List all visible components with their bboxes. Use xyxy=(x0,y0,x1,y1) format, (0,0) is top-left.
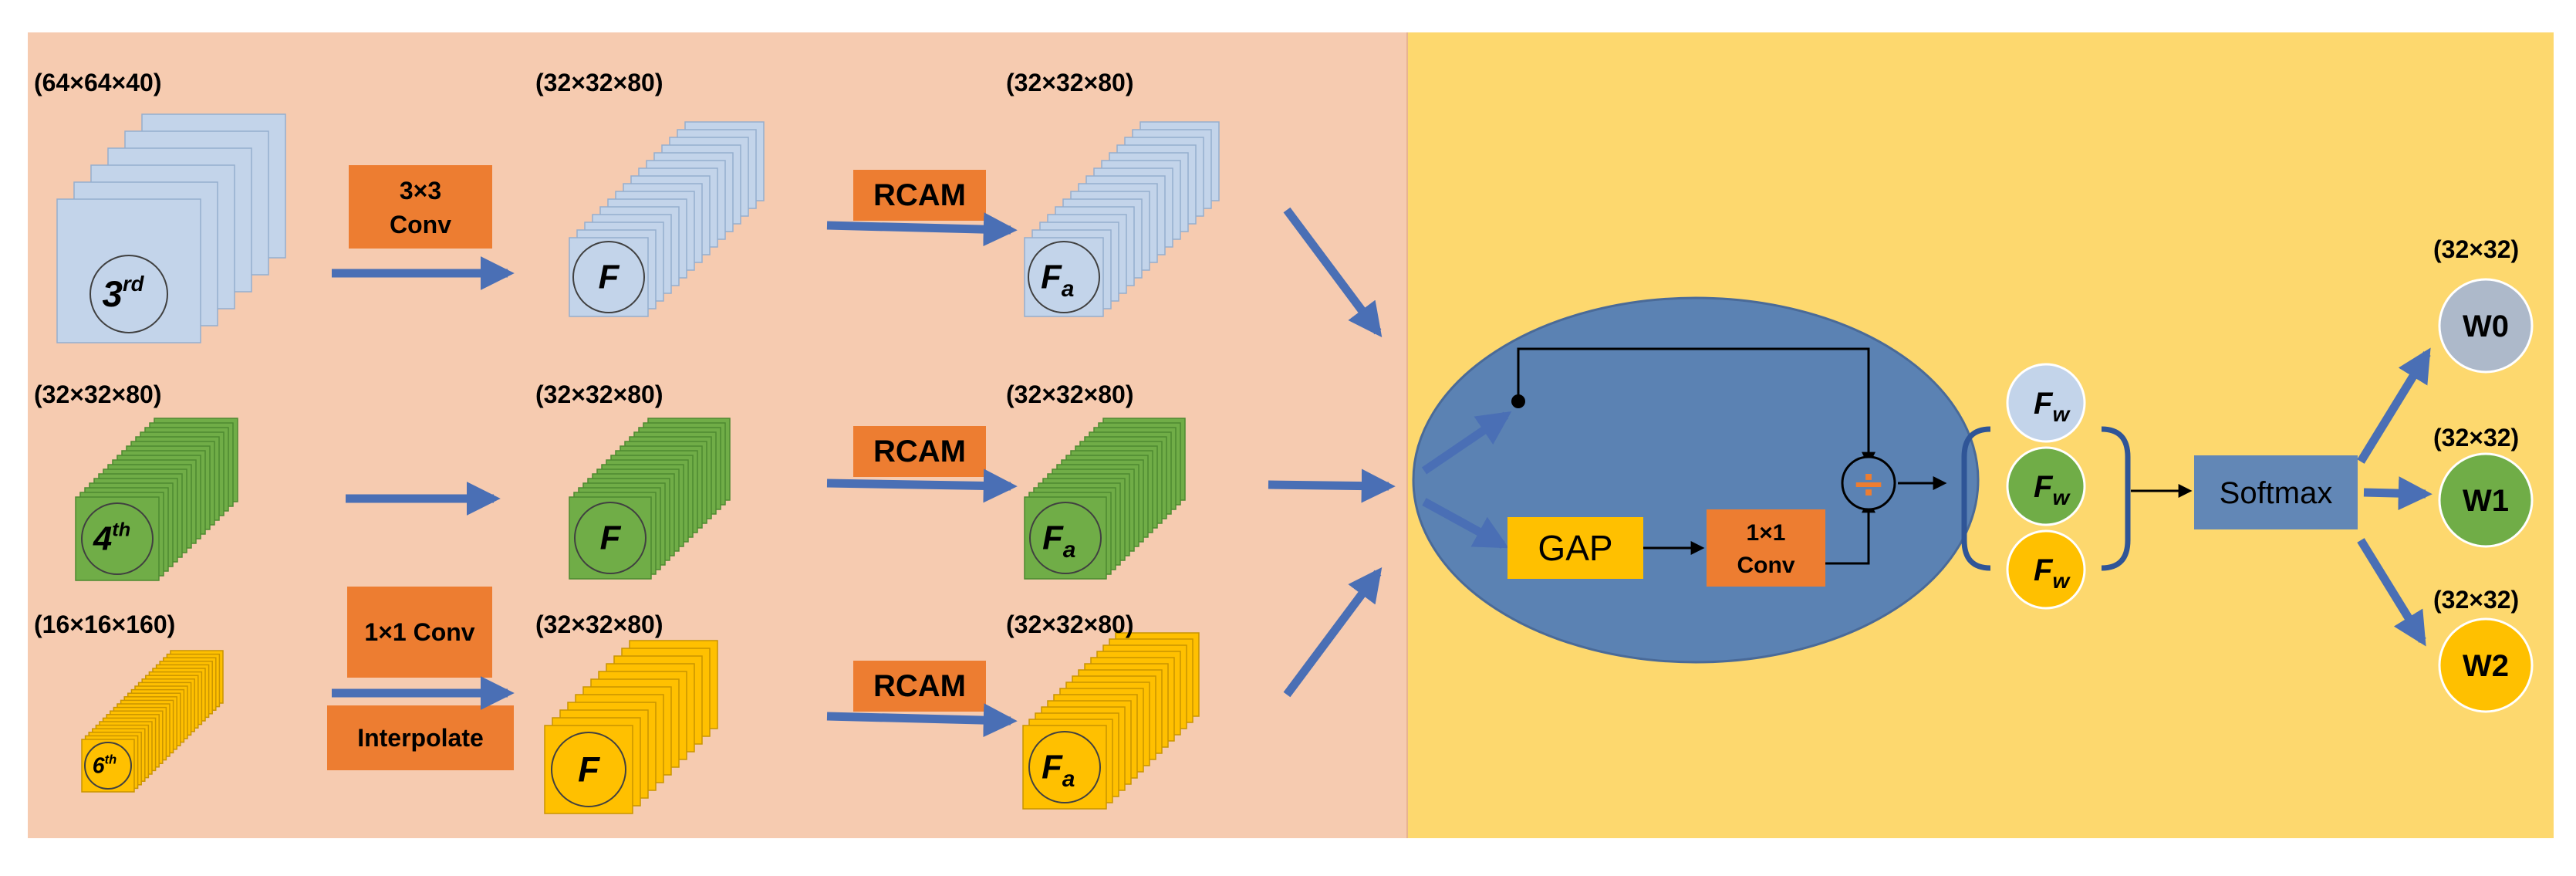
dim-label-row3-f: (32×32×80) xyxy=(535,610,663,638)
stack-row2-f: F xyxy=(569,418,731,580)
stack-row3-fa: Fa xyxy=(1022,632,1200,810)
stack-row1-fa: Fa xyxy=(1024,121,1220,317)
divide-symbol: ÷ xyxy=(1852,461,1886,507)
gap-box: GAP xyxy=(1507,517,1643,579)
stack-label-circle xyxy=(1028,241,1100,313)
stack-label-circle xyxy=(84,742,132,790)
dim-label-w0: (32×32) xyxy=(2433,235,2519,263)
stack-label-circle xyxy=(574,502,647,574)
conv3x3-line1: 3×3 xyxy=(400,177,441,205)
conv1x1b-line1: 1×1 xyxy=(1747,520,1786,546)
stack-label-circle xyxy=(89,255,168,333)
conv3x3-line2: Conv xyxy=(390,211,451,238)
dim-label-row2-fa: (32×32×80) xyxy=(1006,381,1133,408)
stack-row2-input: 4th xyxy=(75,418,238,581)
fw-circle-blue: Fw xyxy=(2006,363,2086,443)
gap-label: GAP xyxy=(1538,528,1612,568)
dim-label-row2-f: (32×32×80) xyxy=(535,381,663,408)
stack-label-text: F xyxy=(599,259,620,296)
stack-label-text: 6th xyxy=(93,753,116,779)
softmax-label: Softmax xyxy=(2220,476,2333,510)
conv1x1-box-fusion: 1×1 Conv xyxy=(1707,509,1825,587)
w1-label: W1 xyxy=(2463,484,2509,518)
stack-label-text: Fa xyxy=(1042,749,1075,792)
stack-label-text: 3rd xyxy=(103,272,145,315)
stack-row3-f: F xyxy=(544,640,718,814)
stack-row1-f: F xyxy=(569,121,765,317)
divide-op: ÷ xyxy=(1841,455,1896,511)
conv1x1b-line2: Conv xyxy=(1737,553,1795,578)
softmax-box: Softmax xyxy=(2194,455,2358,529)
stack-row2-fa: Fa xyxy=(1024,418,1186,580)
fw-circle-yellow: Fw xyxy=(2006,529,2086,610)
stack-label-circle xyxy=(1028,731,1101,803)
w2-circle: W2 xyxy=(2438,617,2534,713)
w0-label: W0 xyxy=(2463,309,2509,343)
stack-label-circle xyxy=(1029,502,1102,574)
conv1x1-box: 1×1 Conv xyxy=(347,587,492,678)
fw-label-3: Fw xyxy=(2034,553,2071,593)
dim-label-w1: (32×32) xyxy=(2433,424,2519,452)
arrow-merge-row3 xyxy=(1283,567,1383,698)
stack-label-circle xyxy=(572,241,645,313)
branch-dot xyxy=(1511,394,1525,408)
rcam-label-row1: RCAM xyxy=(873,178,966,212)
ellipse-input-arrows xyxy=(1421,411,1512,549)
rcam-box-row1: RCAM xyxy=(853,170,986,221)
output-arrows xyxy=(2357,347,2433,647)
stack-label-text: Fa xyxy=(1041,259,1074,302)
rcam-label-row3: RCAM xyxy=(873,669,966,703)
stack-label-text: F xyxy=(600,519,622,557)
w1-circle: W1 xyxy=(2438,452,2534,548)
arrow-merge-row2 xyxy=(1268,468,1396,503)
dim-label-row1-input: (64×64×40) xyxy=(34,69,161,96)
rcam-box-row3: RCAM xyxy=(853,661,986,712)
flow-arrows xyxy=(332,207,1396,738)
stack-label-text: Fa xyxy=(1042,519,1075,563)
w0-circle: W0 xyxy=(2438,278,2534,374)
stack-label-text: 4th xyxy=(93,519,130,557)
conv3x3-box: 3×3 Conv xyxy=(349,165,492,249)
fusion-connectors xyxy=(1517,347,1947,565)
stack-row3-input: 6th xyxy=(81,650,224,793)
stack-label-circle xyxy=(551,732,626,807)
dim-label-row2-input: (32×32×80) xyxy=(34,381,161,408)
w2-label: W2 xyxy=(2463,649,2509,683)
rcam-box-row2: RCAM xyxy=(853,426,986,477)
interpolate-label: Interpolate xyxy=(357,724,484,752)
arrow-rcam-row3 xyxy=(826,703,1018,738)
dim-label-row1-f: (32×32×80) xyxy=(535,69,663,96)
dim-label-row1-fa: (32×32×80) xyxy=(1006,69,1133,96)
fw-circle-green: Fw xyxy=(2006,446,2086,526)
arrow-rcam-row1 xyxy=(826,212,1018,247)
fw-bracket xyxy=(1961,426,2131,571)
fw-label-2: Fw xyxy=(2034,470,2071,509)
conv1x1-label: 1×1 Conv xyxy=(364,618,474,646)
fw-label-1: Fw xyxy=(2034,387,2071,426)
dim-label-row3-fa: (32×32×80) xyxy=(1006,610,1133,638)
arrow-merge-row1 xyxy=(1283,207,1383,338)
stack-label-text: F xyxy=(578,749,600,789)
dim-label-w2: (32×32) xyxy=(2433,586,2519,614)
stack-label-circle xyxy=(81,502,154,575)
rcam-label-row2: RCAM xyxy=(873,435,966,468)
stack-row1-input: 3rd xyxy=(56,113,286,343)
arrow-rcam-row2 xyxy=(826,468,1018,503)
dim-label-row3-input: (16×16×160) xyxy=(34,610,175,638)
interpolate-box: Interpolate xyxy=(327,705,514,770)
